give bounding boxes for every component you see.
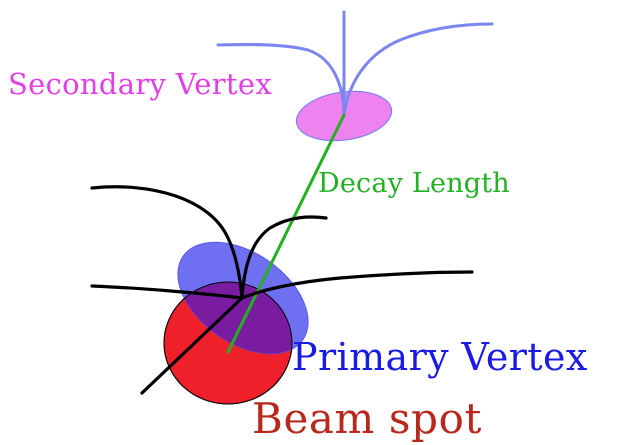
secondary-vertex-label: Secondary Vertex xyxy=(8,67,273,101)
secondary-tracks xyxy=(216,10,494,117)
beam-spot-outline xyxy=(163,281,293,405)
primary-track-upper-right xyxy=(240,215,328,300)
primary-track-left xyxy=(90,284,244,300)
primary-track-right xyxy=(240,270,474,300)
secondary-track-left xyxy=(216,43,346,117)
decay-length-label: Decay Length xyxy=(318,168,510,199)
primary-track-lower-left xyxy=(140,296,244,395)
beam-spot-label: Beam spot xyxy=(252,394,482,443)
primary-tracks xyxy=(90,185,474,395)
decay-length-line xyxy=(226,113,346,354)
secondary-track-right xyxy=(342,22,494,117)
primary-track-upper-left xyxy=(90,185,244,300)
primary-vertex-label: Primary Vertex xyxy=(292,335,588,379)
